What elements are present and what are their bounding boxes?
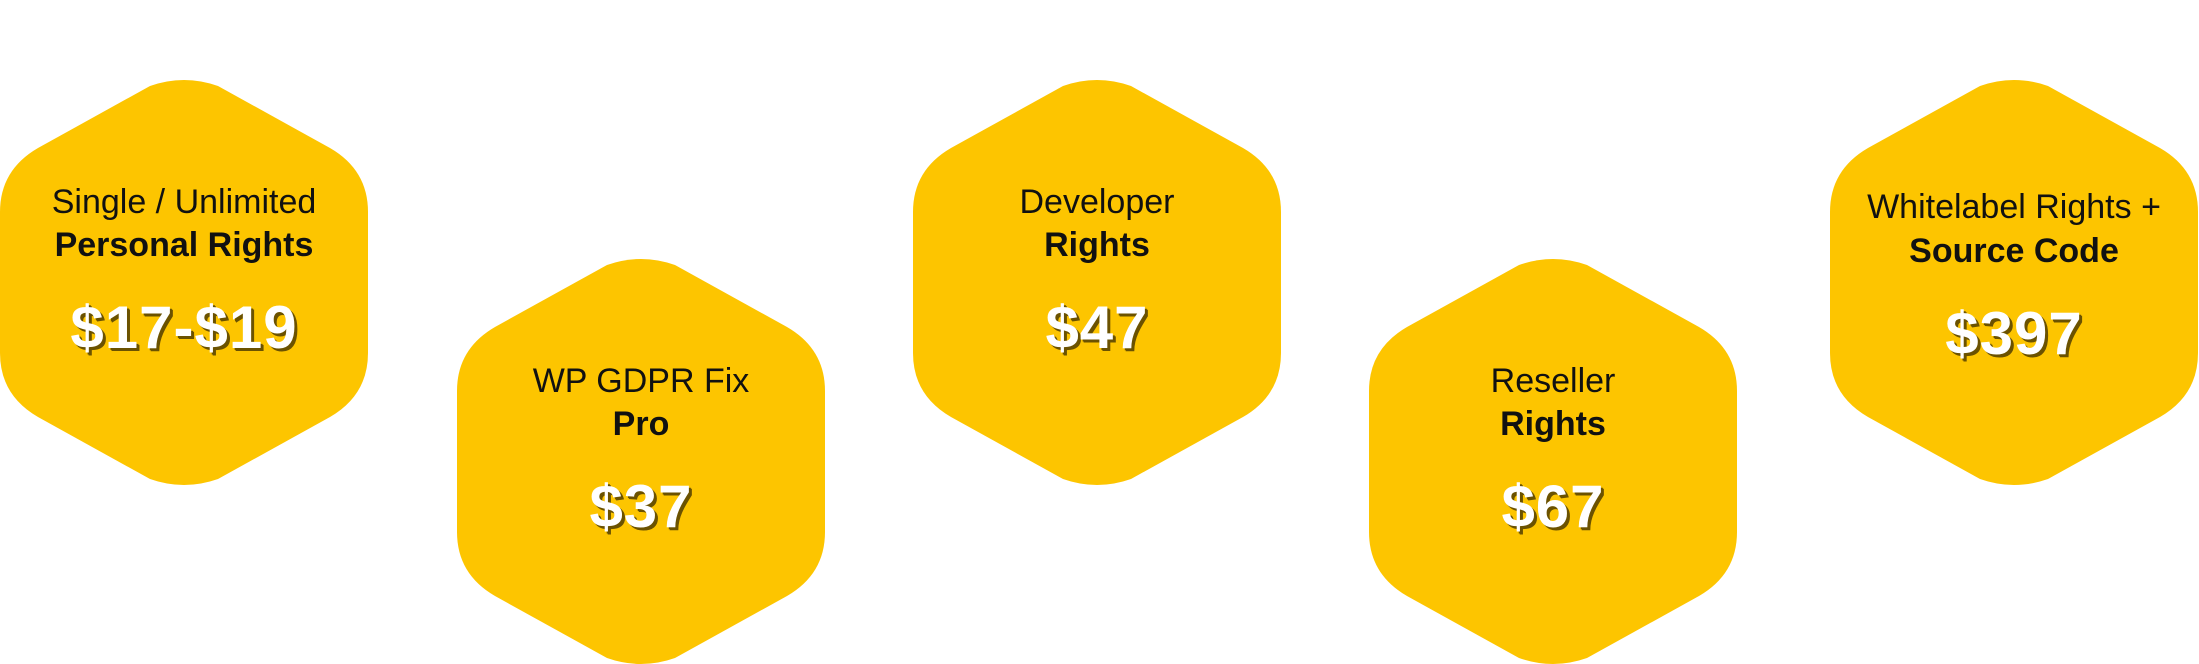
card-title-line1: Developer: [1019, 183, 1175, 221]
hexagon-shape: [1369, 259, 1737, 664]
pricing-card-developer-rights: Developer Rights $47: [913, 80, 1281, 485]
card-price: $37: [589, 473, 693, 540]
card-title-line2: Source Code: [1909, 232, 2119, 270]
pricing-card-reseller-rights: Reseller Rights $67: [1369, 259, 1737, 664]
pricing-card-single-unlimited: Single / Unlimited Personal Rights $17-$…: [0, 80, 368, 485]
card-price: $47: [1045, 294, 1149, 361]
card-price: $67: [1501, 473, 1605, 540]
hexagon-shape: [0, 80, 368, 485]
card-title-line1: Whitelabel Rights +: [1867, 188, 2161, 226]
pricing-card-whitelabel-rights: Whitelabel Rights + Source Code $397: [1830, 80, 2198, 485]
card-title-line1: Reseller: [1490, 362, 1616, 400]
card-title-line2: Rights: [1500, 405, 1606, 443]
hexagon-shape: [457, 259, 825, 664]
hexagon-shape: [913, 80, 1281, 485]
card-title-line2: Personal Rights: [54, 226, 314, 264]
hexagon-shape: [1830, 80, 2198, 485]
pricing-card-wp-gdpr-fix-pro: WP GDPR Fix Pro $37: [457, 259, 825, 664]
card-title-line1: WP GDPR Fix: [532, 362, 750, 400]
card-price: $17-$19: [70, 294, 298, 361]
card-title-line2: Pro: [612, 405, 670, 443]
card-price: $397: [1945, 300, 2083, 367]
card-title-line1: Single / Unlimited: [51, 183, 317, 221]
card-title-line2: Rights: [1044, 226, 1150, 264]
